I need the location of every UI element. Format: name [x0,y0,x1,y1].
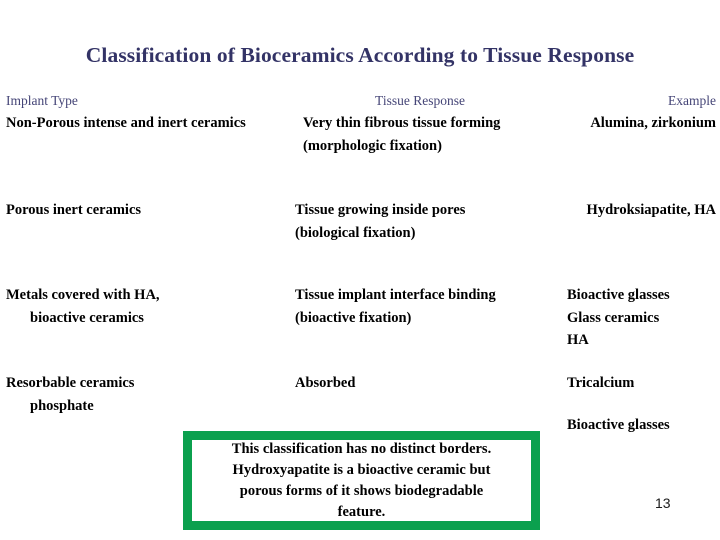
callout-line: feature. [337,503,386,520]
table-row: Absorbed [295,372,545,395]
column-header-implant-type: Implant Type [6,93,78,108]
cell-text: Hydroksiapatite, HA [586,202,716,218]
table-row: Tissue implant interface binding (bioact… [295,284,545,329]
table-row: Metals covered with HA, bioactive cerami… [6,284,292,329]
cell-text: Resorbable ceramics [6,375,135,391]
cell-text: Tricalcium [567,375,635,391]
page-number: 13 [655,495,671,511]
column-header-tissue-response: Tissue Response [375,93,465,108]
cell-text: Metals covered with HA, [6,287,160,303]
callout-text: This classification has no distinct bord… [226,439,497,523]
table-row: Very thin fibrous tissue forming (morpho… [295,112,553,157]
cell-text: Tissue implant interface binding [295,287,496,303]
cell-text: (biological fixation) [295,224,416,241]
cell-text: Tissue growing inside pores [295,202,466,218]
column-header-example: Example [668,93,716,108]
cell-text: Glass ceramics [567,309,660,326]
cell-text: Bioactive glasses [567,287,670,303]
table-row: Bioactive glasses [548,414,720,437]
cell-text: (morphologic fixation) [303,137,442,154]
table-row: Tissue growing inside pores (biological … [295,199,545,244]
table-row: Bioactive glasses Glass ceramics HA [548,284,720,352]
cell-text: Non-Porous intense and inert ceramics [6,115,246,131]
callout-line: porous forms of it shows biodegradable [239,482,484,499]
table-row: Tricalcium [548,372,720,395]
cell-text: HA [567,332,589,348]
table-row: Non-Porous intense and inert ceramics [6,112,292,135]
table-row: Hydroksiapatite, HA [548,199,720,222]
cell-text: Absorbed [295,375,356,391]
callout-line: Hydroxyapatite is a bioactive ceramic bu… [232,461,491,478]
cell-text: bioactive ceramics [30,309,144,326]
cell-text: (bioactive fixation) [295,309,412,326]
callout-line: This classification has no distinct bord… [231,440,492,457]
classification-table: Implant Type Tissue Response Example Non… [0,92,720,433]
cell-text: phosphate [30,397,94,414]
cell-text: Very thin fibrous tissue forming [303,115,501,131]
cell-text: Bioactive glasses [567,417,670,433]
page-title: Classification of Bioceramics According … [85,43,635,67]
cell-text: Porous inert ceramics [6,202,142,218]
table-row: Alumina, zirkonium [548,112,720,135]
cell-text: Alumina, zirkonium [590,115,716,131]
table-row: Resorbable ceramics phosphate [6,372,292,417]
table-row: Porous inert ceramics [6,199,292,222]
callout-box: This classification has no distinct bord… [183,431,540,530]
